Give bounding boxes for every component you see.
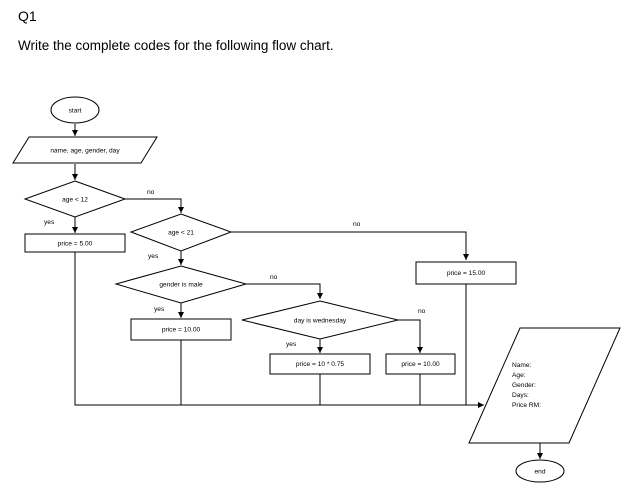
connectors: [72, 124, 543, 459]
output-line: Price RM:: [512, 402, 541, 409]
start-terminal: [50, 96, 100, 124]
price075-label: price = 10 * 0.75: [296, 361, 345, 368]
input-label: name, age, gender, day: [50, 148, 120, 155]
decision-day-wednesday: [241, 300, 399, 340]
price10-male-label: price = 10.00: [162, 327, 201, 334]
process-price-15: [415, 261, 517, 285]
question-number: Q1: [18, 8, 37, 24]
arrow-age21-no: [231, 231, 469, 260]
process-price-discount: [269, 353, 371, 375]
question-instruction: Write the complete codes for the followi…: [18, 38, 334, 53]
age21-no-label: no: [353, 221, 361, 228]
output-lines: Name: Age: Gender: Days: Price RM:: [512, 362, 541, 409]
decision-age-under-21: [129, 213, 233, 252]
output-line: Days:: [512, 392, 529, 399]
gender-no-label: no: [270, 274, 278, 281]
output-line: Name:: [512, 362, 532, 369]
decision-gender-male: [114, 265, 248, 304]
price15-label: price = 15.00: [447, 270, 486, 277]
age21-label: age < 21: [168, 230, 194, 237]
process-price-5: [24, 233, 126, 253]
input-parallelogram: [12, 136, 158, 164]
output-parallelogram: [468, 327, 621, 444]
arrow-gender-no: [246, 283, 323, 299]
age12-no-label: no: [147, 189, 155, 196]
day-yes-label: yes: [286, 341, 297, 348]
decision-age-under-12: [23, 180, 127, 218]
output-line: Gender:: [512, 382, 536, 389]
price10-other-label: price = 10.00: [401, 361, 440, 368]
start-label: start: [69, 108, 82, 115]
age21-yes-label: yes: [148, 253, 159, 260]
process-price-10-other: [385, 353, 456, 375]
arrow-age12-no: [125, 198, 184, 213]
output-line: Age:: [512, 372, 526, 379]
gender-yes-label: yes: [154, 306, 165, 313]
age12-yes-label: yes: [44, 219, 55, 226]
arrow-day-no: [398, 319, 423, 353]
end-label: end: [534, 469, 545, 476]
process-price-10-male: [130, 318, 232, 341]
age12-label: age < 12: [62, 197, 88, 204]
end-terminal: [515, 459, 565, 483]
gender-label: gender is male: [159, 282, 203, 289]
day-label: day is wednesday: [294, 318, 347, 325]
price5-label: price = 5.00: [58, 241, 93, 248]
day-no-label: no: [418, 308, 426, 315]
line-price5-down: [74, 252, 484, 408]
